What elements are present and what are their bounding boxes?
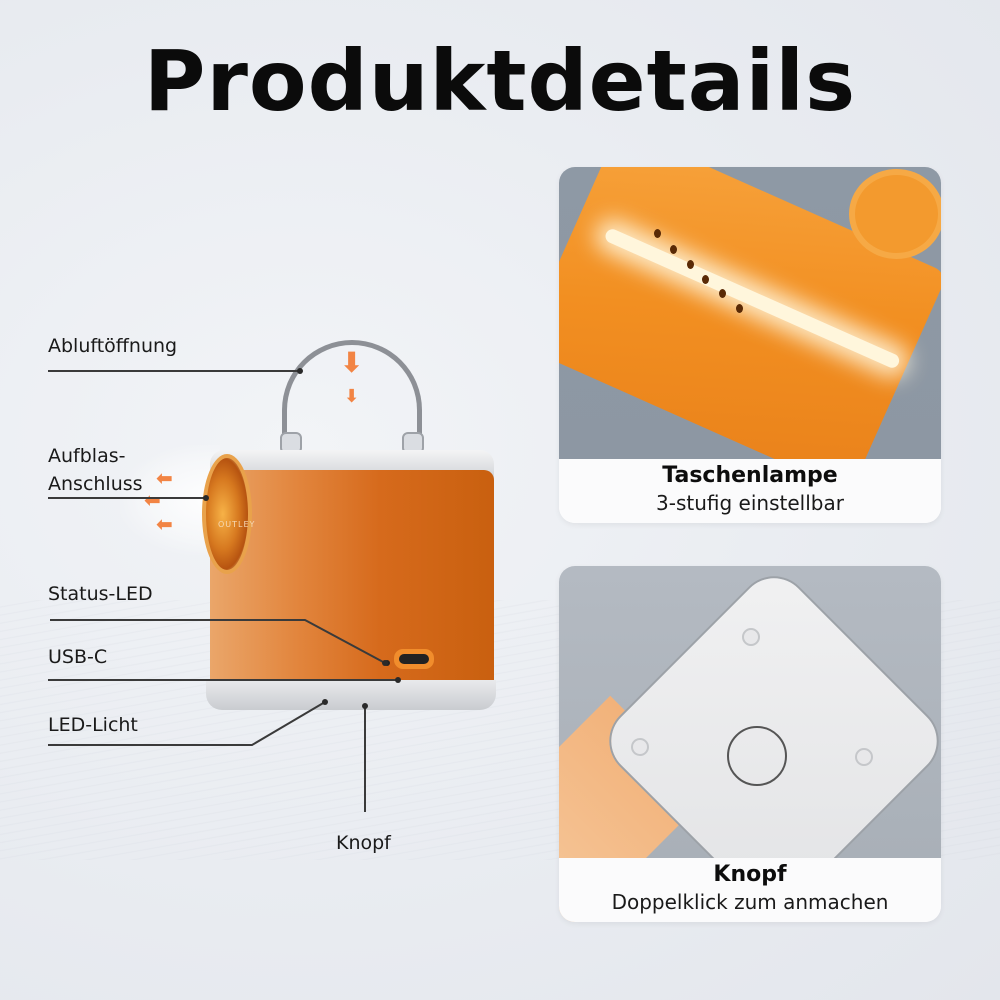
device-body [210,470,494,686]
vent-hole [702,275,709,284]
card-title: Taschenlampe [662,463,838,488]
screw-icon [631,738,649,756]
screw-icon [742,628,760,646]
card-title: Knopf [713,862,787,887]
air-pump-device: OUTLEY [196,340,496,720]
inflation-nozzle: OUTLEY [202,454,256,574]
feature-card-knopf: Knopf Doppelklick zum anmachen [559,566,941,922]
inflation-port [849,169,941,259]
brand-text: OUTLEY [218,520,256,529]
arrow-left-icon: ⬅ [156,466,173,490]
arrow-left-icon: ⬅ [144,488,161,512]
page-title: Produktdetails [143,32,857,130]
vent-hole [736,304,743,313]
arrow-left-icon: ⬅ [156,512,173,536]
bottom-shell [206,680,496,710]
arrow-down-icon: ⬇ [340,346,364,379]
flashlight-photo [559,167,941,493]
callout-label-aufblas-line1: Aufblas- [48,445,126,467]
screw-icon [855,748,873,766]
vent-hole [687,260,694,269]
vent-hole [719,289,726,298]
card-subtitle: Doppelklick zum anmachen [611,890,889,914]
card-caption: Taschenlampe 3-stufig einstellbar [559,459,941,523]
arrow-down-small-icon: ⬇ [344,386,360,407]
callout-label-status-led: Status-LED [48,583,153,605]
callout-label-abluftoeffnung: Abluftöffnung [48,335,178,357]
usb-c-port [394,649,434,669]
card-caption: Knopf Doppelklick zum anmachen [559,858,941,922]
carry-handle [282,340,422,470]
vent-hole [670,245,677,254]
callout-label-led-licht: LED-Licht [48,714,138,736]
callout-label-aufblas-line2: Anschluss [48,473,143,495]
card-subtitle: 3-stufig einstellbar [656,491,844,515]
power-button [727,726,787,786]
callout-label-usb-c: USB-C [48,646,108,668]
callout-label-knopf: Knopf [336,832,391,854]
vent-hole [654,229,661,238]
feature-card-taschenlampe: Taschenlampe 3-stufig einstellbar [559,167,941,523]
button-photo [559,566,941,922]
